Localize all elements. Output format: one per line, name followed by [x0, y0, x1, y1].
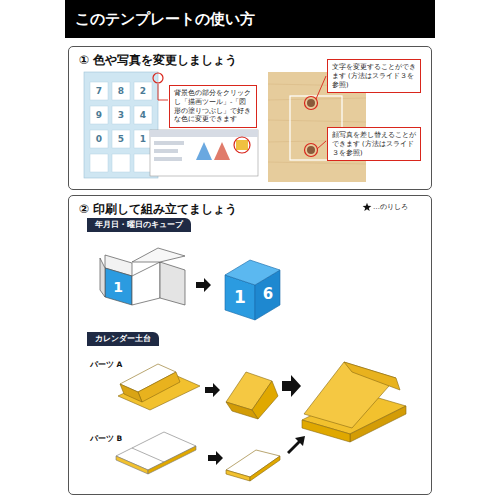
node-text: 顔写真を差し替えることができます (方法はスライド３を参照) [332, 131, 416, 157]
cube-number: 6 [263, 287, 273, 302]
page-title: このテンプレートの使い方 [75, 0, 435, 38]
part-a-flat [118, 364, 200, 410]
star-symbol [362, 202, 372, 212]
legend: …のりしろ [362, 202, 408, 212]
part-name: パーツ A [90, 360, 122, 370]
step-arrow [196, 278, 211, 292]
callout-box: 背景色の部分をクリックし「描画ツール」-「図形の塗りつぶし」で好きな色に変更でき… [169, 85, 257, 128]
step-arrow [282, 375, 301, 397]
section-panel: ② 印刷して組み立てましょう年月日・曜日のキューブカレンダー土台 [68, 195, 432, 495]
part-name: パーツ B [90, 434, 122, 444]
legend-row: …のりしろ [362, 202, 408, 212]
callout-box: 顔写真を差し替えることができます (方法はスライド３を参照) [327, 127, 421, 161]
node-text: 背景色の部分をクリックし「描画ツール」-「図形の塗りつぶし」で好きな色に変更でき… [174, 89, 252, 124]
step-arrow [205, 383, 220, 397]
part-a-wedge [226, 372, 278, 419]
date-digit: 5 [118, 135, 124, 144]
part-b-flat [116, 432, 196, 474]
node-text: ② 印刷して組み立てましょう [79, 201, 421, 218]
date-digit: 9 [96, 111, 102, 120]
part-b-folded [226, 450, 280, 481]
node-text: カレンダー土台 [95, 334, 151, 344]
date-digit: 4 [140, 111, 146, 120]
step-tab: 年月日・曜日のキューブ [87, 218, 191, 232]
date-digit: 7 [96, 87, 102, 96]
unfolded-cube [100, 248, 185, 305]
cube-number: 1 [234, 289, 246, 306]
step-tab: カレンダー土台 [87, 332, 159, 346]
callout-box: 文字を変更することができます (方法はスライド３を参照) [327, 59, 421, 93]
ribbon-screenshot [150, 130, 258, 176]
cube [225, 260, 280, 320]
step-arrow [287, 436, 305, 454]
date-digit: 2 [140, 87, 146, 96]
node-text: 年月日・曜日のキューブ [95, 220, 183, 230]
date-digit: 8 [118, 87, 124, 96]
step-arrow [208, 451, 223, 465]
node-text: 文字を変更することができます (方法はスライド３を参照) [332, 63, 416, 89]
assembled-base [302, 362, 406, 442]
date-digit: 1 [140, 135, 146, 144]
date-digit: 0 [96, 135, 102, 144]
legend-text: …のりしろ [373, 202, 408, 212]
cube-number: 1 [113, 280, 123, 294]
date-digit: 3 [118, 111, 124, 120]
title-band: このテンプレートの使い方 [65, 0, 435, 38]
